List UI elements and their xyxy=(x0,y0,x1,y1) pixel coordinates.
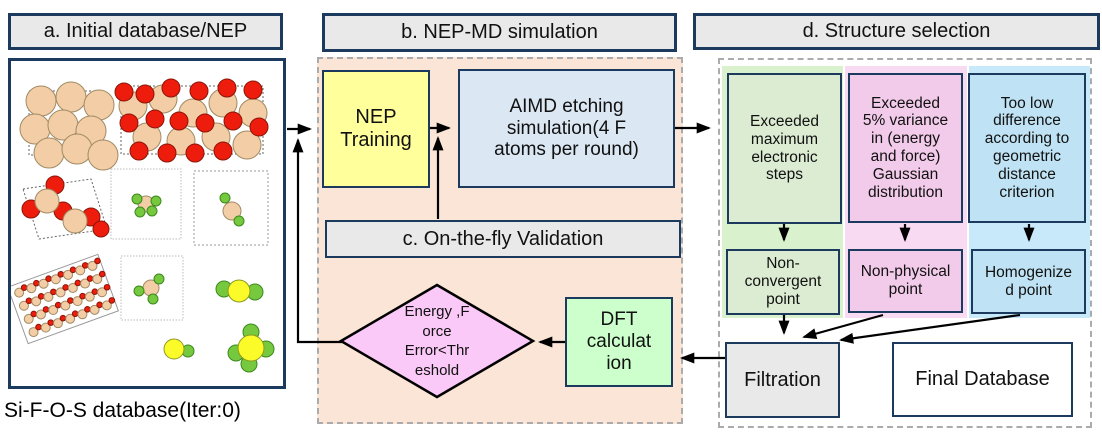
non-convergent-point-box: Non- convergent point xyxy=(726,249,840,315)
panel-a-title: a. Initial database/NEP xyxy=(8,13,283,50)
sf2-molecule xyxy=(215,279,264,303)
panel-b-title: b. NEP-MD simulation xyxy=(322,13,677,52)
sif-molecule-box-2 xyxy=(193,170,269,246)
cristobalite-lattice xyxy=(6,253,120,345)
sf4-molecule xyxy=(227,323,275,373)
criterion-electronic-steps: Exceeded maximum electronic steps xyxy=(727,73,842,224)
panel-c-title: c. On-the-fly Validation xyxy=(325,220,681,258)
molecule-gallery xyxy=(6,78,275,373)
criterion-variance: Exceeded 5% variance in (energy and forc… xyxy=(848,73,963,223)
sf-molecule xyxy=(163,338,195,360)
quartz-cell-structure xyxy=(21,175,110,240)
error-threshold-decision: Energy ,F orce Error<Thr eshold xyxy=(404,303,470,379)
homogenized-point-box: Homogenize d point xyxy=(971,249,1086,314)
criterion-geometric-distance: Too low difference according to geometri… xyxy=(968,73,1086,223)
aimd-etching-box: AIMD etching simulation(4 F atoms per ro… xyxy=(458,69,675,188)
sif3-molecule-box xyxy=(120,255,184,321)
nep-training-box: NEP Training xyxy=(322,70,430,188)
database-caption: Si-F-O-S database(Iter:0) xyxy=(4,399,241,422)
non-physical-point-box: Non-physical point xyxy=(848,249,963,313)
panel-d-title: d. Structure selection xyxy=(693,13,1100,50)
final-database-box: Final Database xyxy=(892,342,1073,417)
amorphous-sio2-structure xyxy=(114,78,269,163)
sif-molecule-box-1 xyxy=(110,168,182,240)
dft-calculation-box: DFT calculat ion xyxy=(565,297,673,387)
initial-database-panel xyxy=(6,58,286,389)
si-crystal-structure xyxy=(19,81,119,171)
filtration-box: Filtration xyxy=(725,342,840,418)
